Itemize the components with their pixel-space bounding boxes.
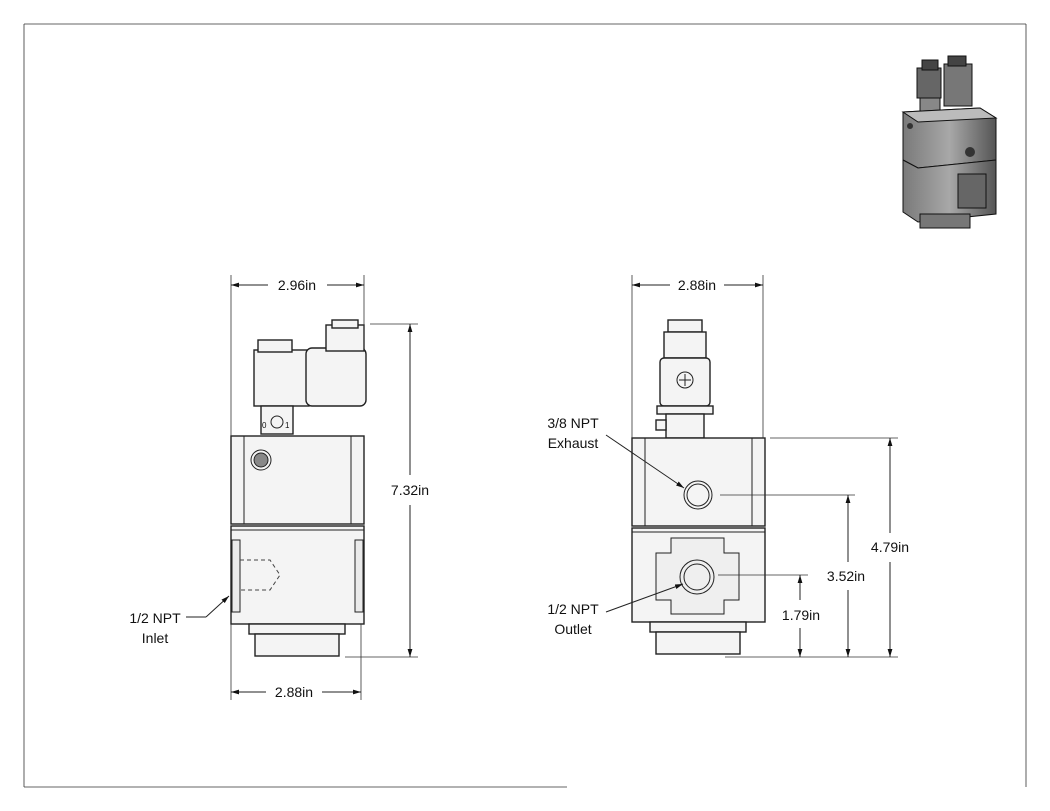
right-height-179-label: 1.79in <box>782 607 820 623</box>
left-view-drawing: 0 1 <box>230 319 367 657</box>
left-dimensions <box>186 275 418 700</box>
exhaust-callout-line2: Exhaust <box>548 435 599 451</box>
left-dimension-labels: 2.96in 2.88in 7.32in 1/2 NPT Inlet <box>129 277 429 700</box>
right-dimension-labels: 2.88in 4.79in 3.52in 1.79in 3/8 NPT Exha… <box>547 277 909 637</box>
left-bottom-width-label: 2.88in <box>275 684 313 700</box>
right-height-479-label: 4.79in <box>871 539 909 555</box>
right-height-352-label: 3.52in <box>827 568 865 584</box>
left-height-label: 7.32in <box>391 482 429 498</box>
svg-text:0: 0 <box>262 421 267 430</box>
isometric-view <box>901 55 998 229</box>
outlet-callout-line1: 1/2 NPT <box>547 601 599 617</box>
inlet-callout-line1: 1/2 NPT <box>129 610 181 626</box>
exhaust-callout-line1: 3/8 NPT <box>547 415 599 431</box>
outlet-callout-line2: Outlet <box>554 621 591 637</box>
drawing-border <box>23 23 1027 788</box>
inlet-callout-line2: Inlet <box>142 630 169 646</box>
right-dimensions <box>605 275 898 658</box>
right-view-drawing <box>631 319 766 655</box>
left-top-width-label: 2.96in <box>278 277 316 293</box>
right-top-width-label: 2.88in <box>678 277 716 293</box>
svg-text:1: 1 <box>285 421 290 430</box>
